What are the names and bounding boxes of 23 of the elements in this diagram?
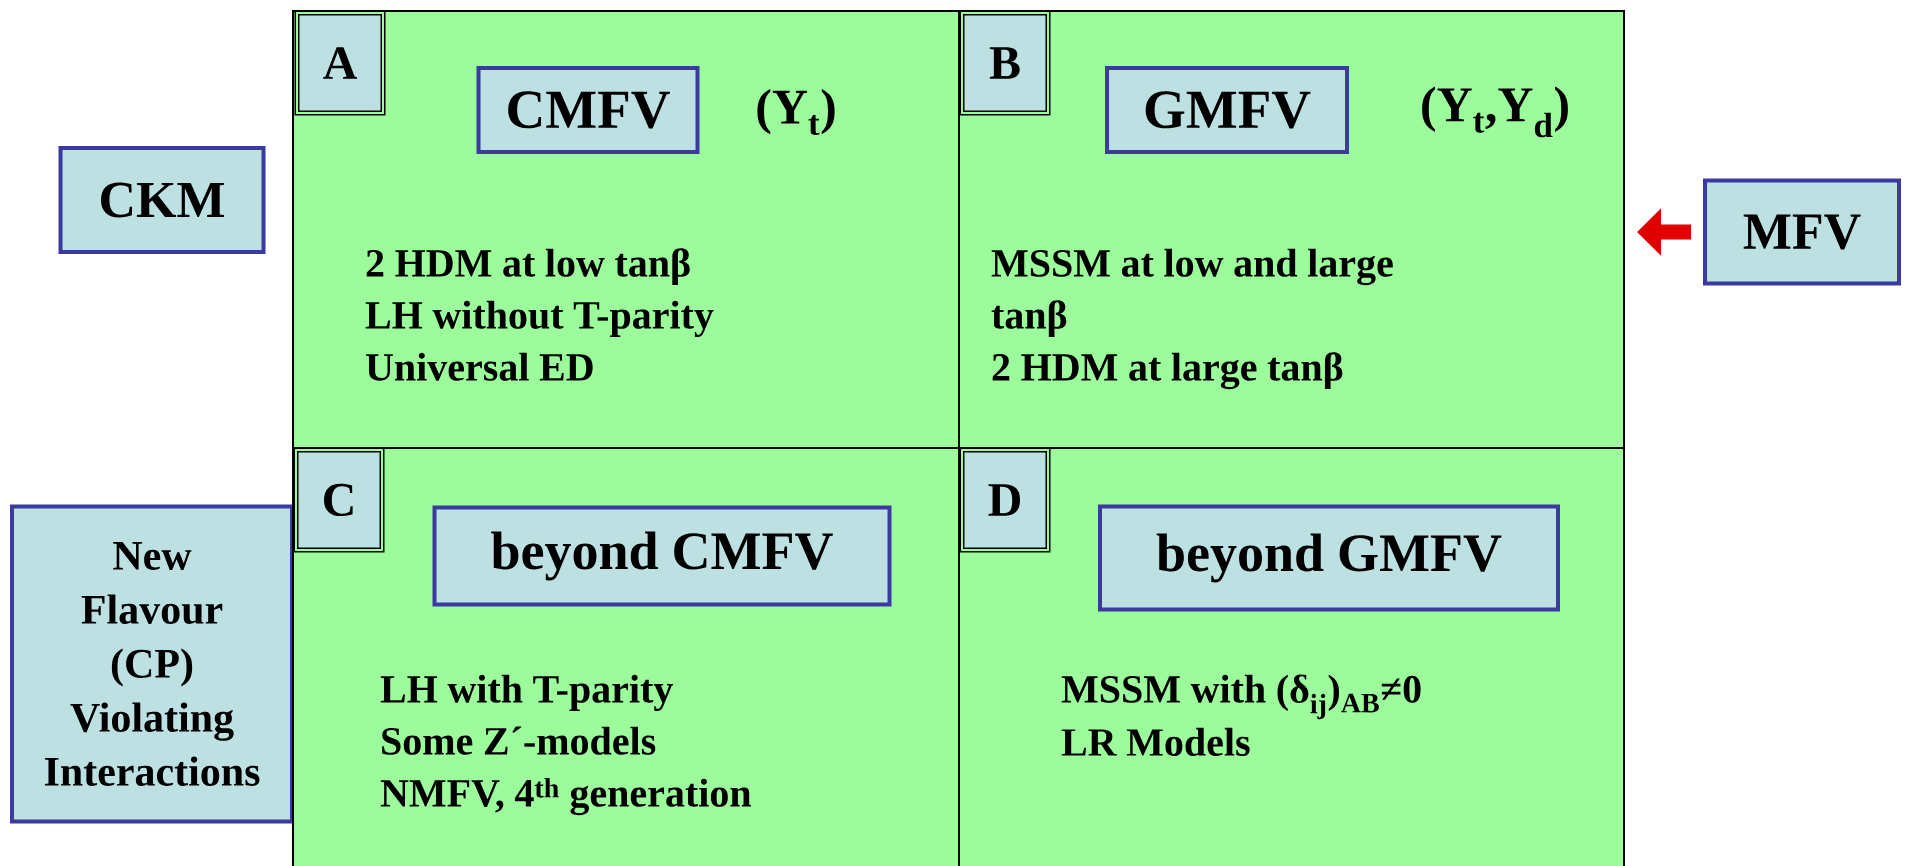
model-entry: LH with T-parity [380, 674, 673, 711]
model-entry: Some Z´-models [382, 726, 656, 755]
coupling-label: (Y$_{t}$) [757, 88, 835, 136]
model-entry: LH without T-parity [365, 300, 714, 337]
model-entry: MSSM at low and large tanβ [991, 248, 1393, 337]
label-box: GMFV [1105, 66, 1349, 154]
coupling-label: (Y$_{t}$,Y$_{d}$) [1422, 86, 1568, 138]
label-box: beyond CMFV [432, 505, 892, 607]
label-box: New Flavour (CP) Violating Interactions [10, 504, 294, 824]
letter-box: D [959, 447, 1051, 553]
letter-box: B [959, 10, 1051, 116]
label-box: beyond GMFV [1098, 504, 1560, 612]
label-box: CMFV [476, 66, 700, 154]
model-entry: 2 HDM at low tanβ [366, 248, 690, 285]
letter-box: A [294, 10, 386, 116]
letter-box: C [293, 447, 385, 553]
model-entry: MSSM with (δ$_{ij}$)$_{AB}$≠0 [1061, 674, 1421, 720]
model-entry: 2 HDM at large tanβ [992, 352, 1343, 390]
model-entry: Universal ED [366, 352, 593, 381]
label-box: CKM [58, 146, 266, 254]
label-box: MFV [1703, 178, 1901, 286]
model-entry: NMFV, 4$^{th}$ generation [380, 777, 751, 816]
model-entry: LR Models [1061, 727, 1250, 756]
